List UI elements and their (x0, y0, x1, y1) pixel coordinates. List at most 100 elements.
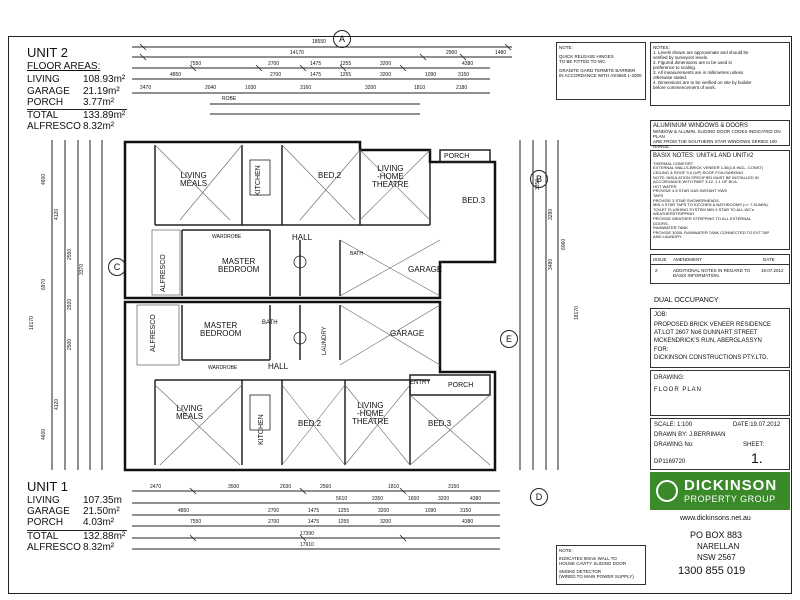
room-bed3-u2: BED.3 (462, 196, 486, 205)
marker-e: E (500, 330, 518, 348)
notes-line: preference to scaling. (653, 65, 697, 70)
dim-bot-row4: 7550 (190, 519, 202, 525)
dim-top-row3: 1090 (425, 72, 437, 78)
dim-bot-overall1: 17390 (300, 531, 314, 537)
dim-bot-row1: 3150 (448, 484, 460, 490)
dim-top-overall: 18550 (312, 39, 326, 45)
room-master-bedroom-u2: MASTER BEDROOM (218, 257, 260, 274)
room-master-bedroom-u1: MASTER BEDROOM (200, 321, 242, 338)
dim-bot-row1: 2560 (320, 484, 332, 490)
dim-bot-row2: 3200 (438, 496, 450, 502)
notes-title: NOTES: (653, 45, 670, 50)
windows-line: ARE FROM THE SOUTHERN STAR WINDOWS SERIE… (653, 139, 777, 149)
room-laundry-u1: LAUNDRY (322, 326, 328, 355)
company-name: DICKINSON (684, 477, 778, 494)
room-living-theatre-u1: LIVING -HOME THEATRE (352, 401, 389, 426)
dim-right: 3350 (535, 178, 541, 190)
dim-top-row4: 2040 (205, 85, 217, 91)
room-garage-u2: GARAGE (408, 265, 443, 274)
room-hall-u2: HALL (292, 233, 313, 242)
room-entry-u1: ENTRY (410, 380, 431, 386)
basix-line: PROVIDE 4.5 STAR GAS INSTANT HWS (653, 188, 728, 194)
room-wardrobe-u2: WARDROBE (212, 234, 242, 240)
company-addr2: NARELLAN (697, 542, 740, 551)
dim-left: 2920 (67, 298, 73, 310)
basix-line: WEATHERSTRIPPING (653, 211, 695, 217)
basix-line: TOILET FLUSHING SYSTEM MIN 3 STAR TO ALL… (653, 206, 754, 212)
dim-top-row4: 1810 (414, 85, 426, 91)
note-box-top: NOTE: QUICK RELEASE HINGES TO BE FITTED … (556, 42, 646, 100)
marker-b: B (530, 170, 548, 188)
dim-right: 3480 (548, 258, 554, 270)
room-garage-u1: GARAGE (390, 329, 425, 338)
room-bath-u2: BATH (350, 251, 363, 257)
note-line: IN ACCORDANCE WITH AS3660.1-2000 (559, 73, 642, 78)
dim-top-row4: 3200 (365, 85, 377, 91)
job-label: JOB: (654, 312, 668, 318)
drawing-value: FLOOR PLAN (654, 387, 703, 393)
dim-top-row1: 2900 (446, 50, 458, 56)
drawing-block: DRAWING: FLOOR PLAN (650, 370, 790, 416)
company-web: www.dickinsons.net.au (680, 515, 751, 522)
dim-top-row1: 1480 (495, 50, 507, 56)
basix-line: EXTERNAL WALLS-BRICK VENEER 1.36(1.8 INC… (653, 165, 764, 171)
notes-line: before commencement of work. (653, 85, 717, 90)
logo-mark-icon (656, 480, 678, 502)
notes-line: 1. Levels shown are approximate and shou… (653, 50, 749, 55)
dim-bot-row4: 1255 (338, 519, 350, 525)
dim-right: 6060 (561, 238, 567, 250)
basix-line: CEILING & ROOF 3.5 (UP) ROOF FOIL/SARKIN… (653, 170, 744, 176)
date: DATE:19.07.2012 (733, 422, 781, 428)
room-hall-u1: HALL (268, 362, 289, 371)
dim-bot-row2: 5610 (336, 496, 348, 502)
dim-bot-row1: 3500 (228, 484, 240, 490)
amendments-table: ISSUE AMENDMENT DATE 2 ADDITIONAL NOTES … (650, 254, 790, 284)
dim-top-row3: 4850 (170, 72, 182, 78)
dim-bot-row1: 2030 (280, 484, 292, 490)
dim-bot-row3: 1475 (308, 508, 320, 514)
dim-left: 3370 (79, 263, 85, 275)
amend-col-date: DATE (763, 257, 775, 262)
company-phone: 1300 855 019 (678, 565, 746, 577)
dim-top-row1: 14170 (290, 50, 304, 56)
dim-top-row4: 2180 (456, 85, 468, 91)
dim-top-row2: 7550 (190, 61, 202, 67)
dim-top-row2: 1475 (310, 61, 322, 67)
unit1-title: UNIT 1 (27, 479, 68, 494)
notes-line: 2. Figured dimensions are to be used in (653, 60, 733, 65)
scale: SCALE: 1:100 (654, 422, 693, 428)
dim-top-row3: 2700 (270, 72, 282, 78)
dim-left: 4120 (54, 208, 60, 220)
marker-d: D (530, 488, 548, 506)
dim-left: 4600 (41, 428, 47, 440)
basix-line: DOORS. (653, 220, 669, 226)
sheet-value: 1. (751, 450, 763, 466)
dim-top-row3: 3150 (458, 72, 470, 78)
basix-line: RAINWATER TANK (653, 225, 688, 231)
dim-top-row2: 1255 (340, 61, 352, 67)
dim-top-row3: 1475 (310, 72, 322, 78)
room-living-meals-u2: LIVING MEALS (180, 171, 208, 188)
room-bed2-u2: BED.2 (318, 171, 342, 180)
dim-bot-row3: 1255 (338, 508, 350, 514)
dim-left: 4600 (41, 173, 47, 185)
basix-line: TAPS (653, 193, 664, 199)
notes-line: 4. Dimensions are to be verified on site… (653, 80, 752, 85)
room-kitchen-u1: KITCHEN (258, 414, 265, 445)
amend-col-issue: ISSUE (653, 257, 667, 262)
note-line: TO BE FITTED TO WC (559, 59, 606, 64)
dim-bot-row3: 4850 (178, 508, 190, 514)
amend-col-amend: AMENDMENT (673, 257, 702, 262)
room-alfresco-u2: ALFRESCO (160, 254, 167, 292)
unit2-title: UNIT 2 (27, 45, 68, 60)
company-addr3: NSW 2567 (697, 553, 736, 562)
scale-block: SCALE: 1:100 DATE:19.07.2012 DRAWN BY: J… (650, 418, 790, 470)
dim-left: 4120 (54, 398, 60, 410)
job-block: JOB: PROPOSED BRICK VENEER RESIDENCE AT:… (650, 308, 790, 368)
dim-right: 18170 (574, 306, 580, 320)
unit2-areas-heading: FLOOR AREAS: (27, 61, 101, 72)
basix-line: HOT WATER (653, 183, 677, 189)
